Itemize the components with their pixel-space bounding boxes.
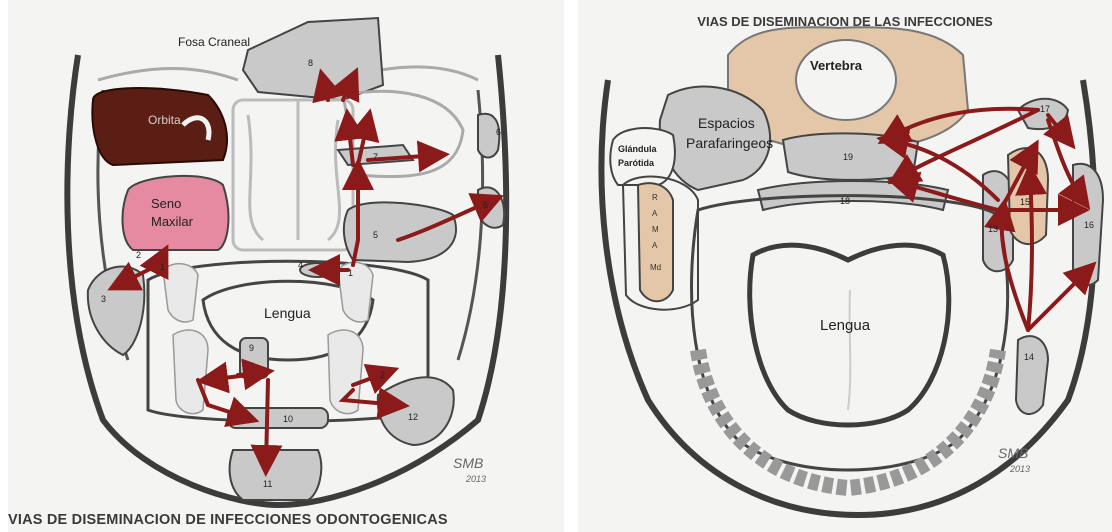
md-label: Md	[650, 263, 661, 272]
svg-text:SMB: SMB	[453, 455, 483, 471]
space-14	[1016, 336, 1048, 414]
space-number-12: 12	[408, 412, 418, 422]
rama-letter-r: R	[652, 193, 658, 202]
space-number-17: 17	[1040, 104, 1050, 114]
left-caption: VIAS DE DISEMINACION DE INFECCIONES ODON…	[8, 512, 564, 528]
right-panel-axial-diagram: Vertebra Espacios Parafaringeos Glándula…	[578, 0, 1112, 532]
vertebral-canal	[796, 40, 896, 120]
space-number-2a: 2	[136, 250, 141, 260]
lengua-label: Lengua	[264, 305, 311, 321]
space-number-14: 14	[1024, 352, 1034, 362]
space-number-1a: 1	[160, 262, 165, 272]
rama-letter-a1: A	[652, 209, 658, 218]
espacios-label-line1: Espacios	[698, 115, 755, 131]
space-number-13: 13	[988, 224, 998, 234]
vertebra-label: Vertebra	[810, 58, 863, 73]
seno-maxilar-shape	[123, 176, 229, 250]
space-11	[230, 450, 322, 500]
space-number-9: 9	[249, 343, 254, 353]
space-number-8: 8	[308, 58, 313, 68]
space-number-16: 16	[1084, 220, 1094, 230]
fosa-craneal-label: Fosa Craneal	[178, 35, 250, 49]
space-number-7: 7	[373, 152, 378, 162]
svg-text:SMB: SMB	[998, 445, 1028, 461]
orbita-label: Orbita	[148, 113, 181, 127]
space-number-4: 4	[298, 260, 303, 270]
glandula-label-line1: Glándula	[618, 144, 657, 154]
rama-letter-a2: A	[652, 241, 658, 250]
space-number-18: 18	[840, 196, 850, 206]
glandula-label-line2: Parótida	[618, 158, 655, 168]
space-number-15: 15	[1020, 197, 1030, 207]
lengua-label-right: Lengua	[820, 317, 871, 334]
space-5	[344, 202, 456, 262]
space-6-lower	[478, 187, 504, 227]
space-3	[88, 267, 144, 355]
space-number-10: 10	[283, 414, 293, 424]
rama-letter-m: M	[652, 225, 659, 234]
seno-label-line2: Maxilar	[151, 214, 194, 229]
seno-label-line1: Seno	[151, 196, 181, 211]
nasal-cavity	[248, 100, 340, 240]
espacios-label-line2: Parafaringeos	[686, 135, 773, 151]
svg-text:2013: 2013	[465, 474, 486, 484]
space-number-6b: 6	[483, 200, 488, 210]
space-number-5: 5	[373, 230, 378, 240]
space-number-1b: 1	[348, 268, 353, 278]
svg-text:2013: 2013	[1009, 464, 1030, 474]
space-number-19: 19	[843, 152, 853, 162]
space-number-2b: 2	[380, 370, 385, 380]
coronal-section-svg: Fosa Craneal Orbita Seno Maxilar Lengua …	[8, 0, 564, 532]
axial-section-svg: Vertebra Espacios Parafaringeos Glándula…	[578, 0, 1112, 532]
right-title: VIAS DE DISEMINACION DE LAS INFECCIONES	[578, 14, 1112, 29]
space-number-6a: 6	[496, 127, 501, 137]
signature-left: SMB 2013	[453, 455, 486, 484]
space-number-3: 3	[101, 294, 106, 304]
space-number-11: 11	[263, 479, 272, 489]
left-panel-coronal-diagram: Fosa Craneal Orbita Seno Maxilar Lengua …	[8, 0, 564, 532]
